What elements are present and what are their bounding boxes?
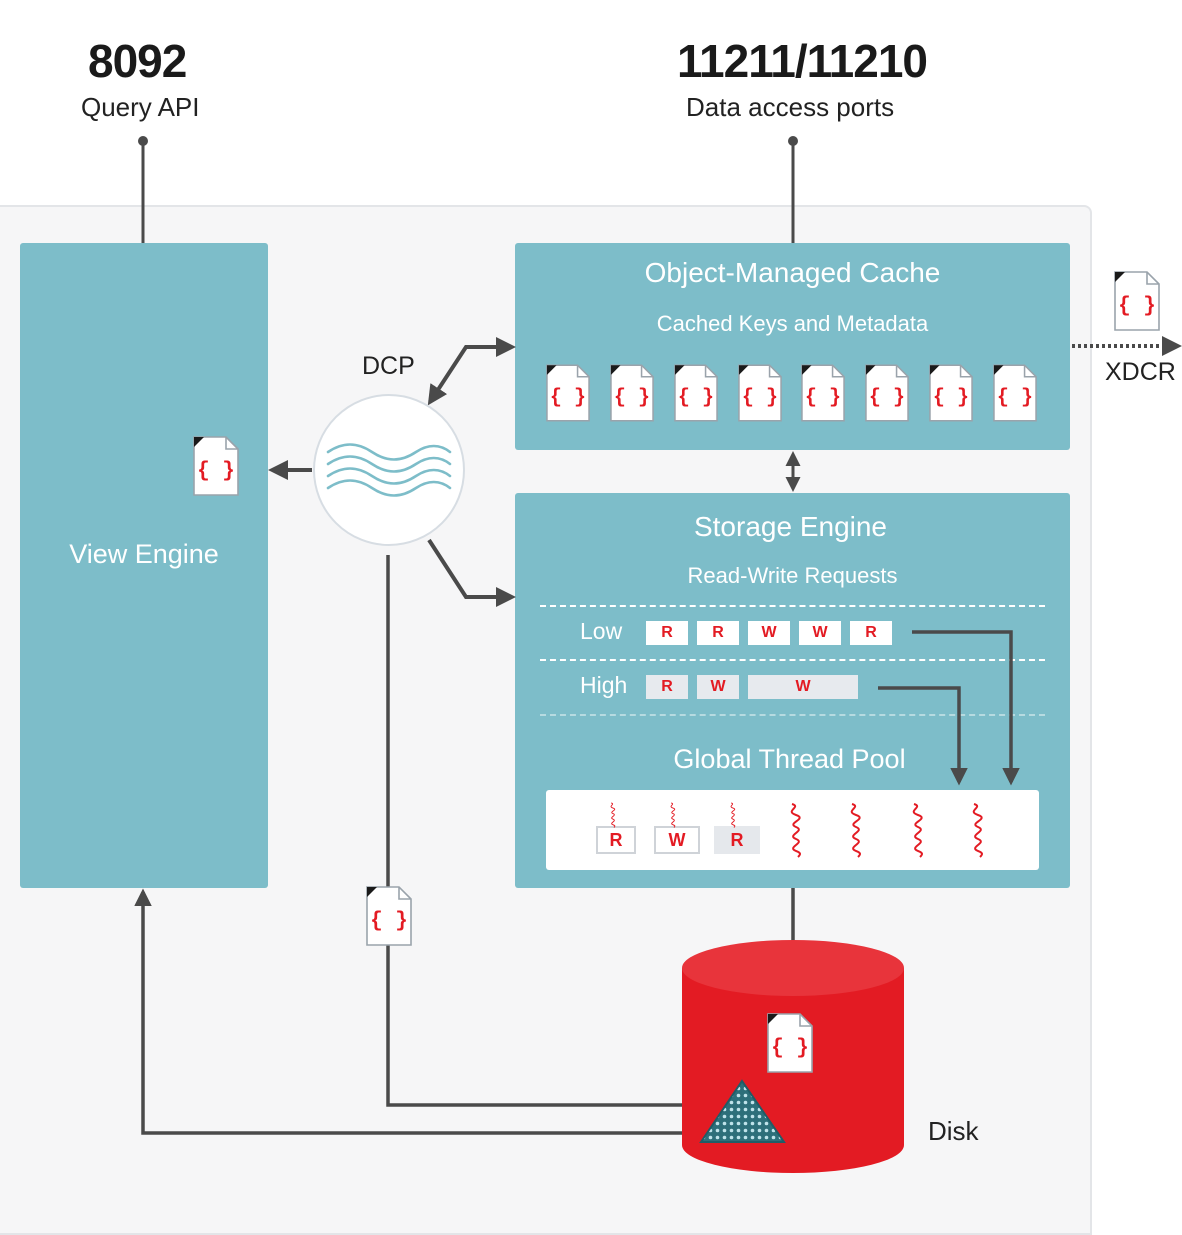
query-port-label: Query API [81, 92, 200, 122]
dcp-to-cache-arrow [427, 337, 516, 406]
cache-subtitle: Cached Keys and Metadata [656, 311, 929, 336]
query-port-dot [138, 136, 148, 146]
cache-doc-icon-6 [865, 364, 909, 422]
cache-doc-icon-8 [993, 364, 1037, 422]
thread-icon-3 [730, 802, 736, 828]
view-engine-doc-icon [193, 436, 239, 496]
cache-doc-icon-3 [674, 364, 718, 422]
dcp-to-storage-arrow [427, 538, 516, 607]
storage-title: Storage Engine [693, 511, 888, 542]
cache-doc-icon-2 [610, 364, 654, 422]
thread-icon-5 [850, 803, 861, 858]
disk-doc-icon [767, 1013, 813, 1073]
low-request-5: R [850, 621, 892, 645]
data-port-label: Data access ports [686, 92, 895, 122]
low-request-1: R [646, 621, 688, 645]
high-request-3: W [748, 675, 858, 699]
query-port-number: 8092 [88, 35, 187, 87]
high-request-2: W [697, 675, 739, 699]
cache-doc-icon-5 [801, 364, 845, 422]
high-request-1: R [646, 675, 688, 699]
low-request-2: R [697, 621, 739, 645]
cache-doc-icon-1 [546, 364, 590, 422]
disk-to-view-arrow [134, 888, 737, 1135]
high-priority-label: High [580, 672, 628, 698]
low-priority-label: Low [580, 618, 623, 644]
thread-icon-2 [670, 802, 676, 828]
dcp-stream-icon [313, 394, 465, 546]
divider-top [540, 605, 1045, 607]
low-request-4: W [799, 621, 841, 645]
divider-bottom [540, 714, 1045, 716]
thread-pool-title: Global Thread Pool [673, 744, 906, 774]
dcp-stream-doc-icon [366, 886, 412, 946]
storage-subtitle: Read-Write Requests [687, 563, 898, 588]
xdcr-doc-icon [1114, 271, 1160, 331]
low-queue-arrow [912, 630, 1020, 786]
disk-to-dcp-line [386, 555, 741, 1114]
view-engine-title: View Engine [69, 539, 219, 569]
data-port-dot [788, 136, 798, 146]
pool-request-3: R [714, 826, 760, 854]
cache-title: Object-Managed Cache [644, 257, 941, 288]
xdcr-label: XDCR [1105, 358, 1176, 386]
dcp-label: DCP [362, 352, 415, 380]
divider-middle [540, 659, 1045, 661]
disk-label: Disk [928, 1116, 979, 1146]
data-port-number: 11211/11210 [677, 35, 928, 87]
cache-doc-icon-4 [738, 364, 782, 422]
thread-icon-6 [912, 803, 923, 858]
thread-icon-1 [610, 802, 616, 828]
pool-request-1: R [596, 826, 636, 854]
thread-icon-7 [972, 803, 983, 858]
pool-request-2: W [654, 826, 700, 854]
object-managed-cache-box: Object-Managed Cache Cached Keys and Met… [515, 243, 1070, 450]
high-queue-arrow [878, 686, 968, 786]
thread-icon-4 [790, 803, 801, 858]
view-engine-box: View Engine [20, 243, 268, 888]
cache-doc-icon-7 [929, 364, 973, 422]
low-request-3: W [748, 621, 790, 645]
